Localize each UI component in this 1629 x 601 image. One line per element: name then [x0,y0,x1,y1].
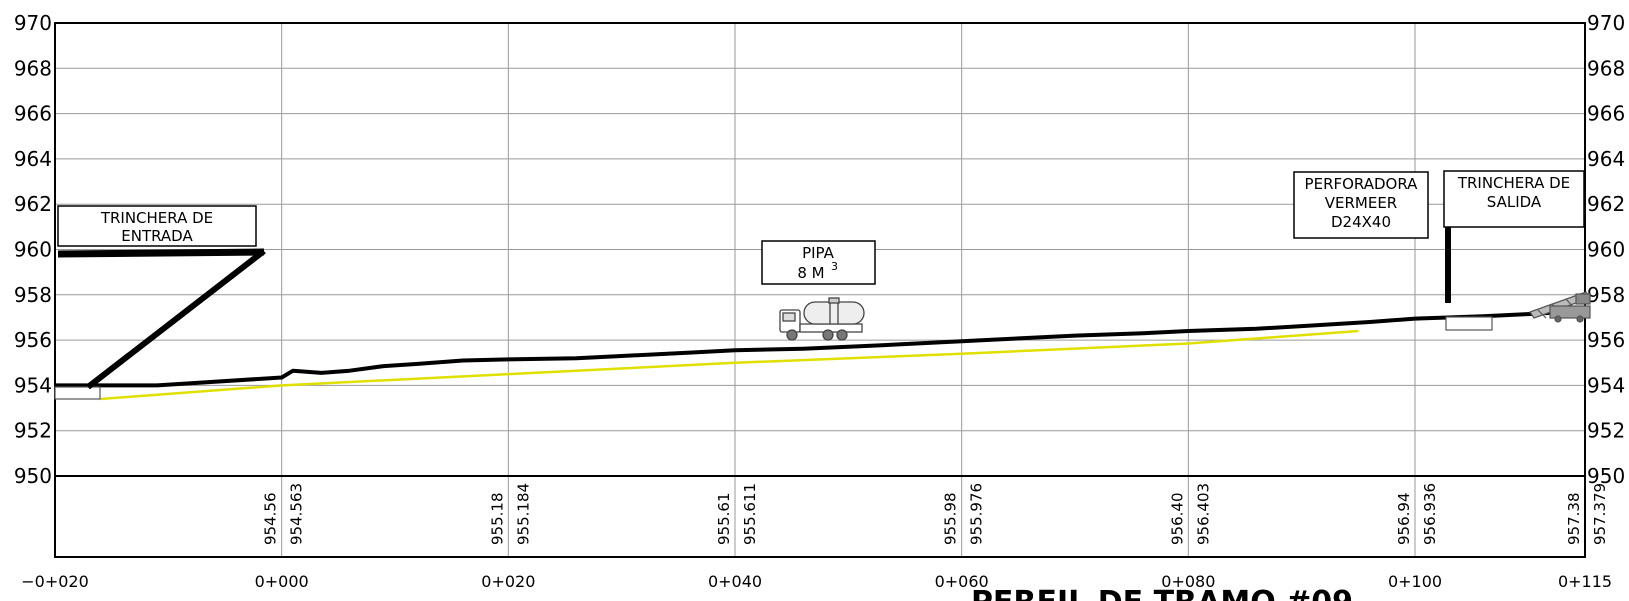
exit-pit-box [1445,316,1493,331]
frames [54,22,1586,558]
drill-label-1: PERFORADORA [1305,175,1419,193]
entry-trench-callout: TRINCHERA DE ENTRADA [57,205,257,247]
station-label: 0+115 [1558,572,1612,591]
station-label: −0+020 [21,572,89,591]
y-tick-label-right: 956 [1587,328,1625,352]
profile-series [55,308,1586,401]
exit-trench-label-1: TRINCHERA DE [1457,174,1570,192]
elevation-labels: 954.56 954.563 955.18 955.184 955.61 955.611 9… [262,483,1609,545]
y-tick-label-left: 958 [14,283,52,307]
entry-trench-graphic [54,248,266,400]
exit-trench-callout: TRINCHERA DE SALIDA [1443,170,1585,228]
station-label: 0+080 [1161,572,1215,591]
y-tick-label-right: 964 [1587,147,1625,171]
y-tick-label-left: 952 [14,419,52,443]
y-tick-label-left: 960 [14,238,52,262]
station-label: 0+020 [481,572,535,591]
terrain-profile-line [55,308,1586,388]
y-tick-label-left: 968 [14,56,52,80]
drill-label-2: VERMEER [1325,194,1397,212]
y-tick-label-right: 966 [1587,102,1625,126]
station-label: 0+000 [255,572,309,591]
y-tick-label-left: 962 [14,192,52,216]
terrain-elevation-label: 955.61 [715,493,733,546]
y-tick-label-right: 970 [1587,11,1625,35]
pipa-label-1: PIPA [802,244,835,262]
terrain-elevation-label: 956.40 [1168,493,1186,546]
design-elevation-label: 954.563 [288,483,306,545]
station-label: 0+040 [708,572,762,591]
pipa-callout: PIPA 8 M 3 [761,240,876,285]
y-tick-label-right: 968 [1587,56,1625,80]
terrain-elevation-label: 955.98 [942,493,960,546]
design-elevation-label: 956.403 [1194,483,1212,545]
y-axis-ticks: 950 950 952 952 954 954 956 956 958 958 960 960 962 9… [14,11,1625,488]
y-tick-label-right: 950 [1587,464,1625,488]
y-tick-label-right: 952 [1587,419,1625,443]
exit-trench-graphic [1445,226,1493,331]
y-tick-label-right: 958 [1587,283,1625,307]
y-tick-label-left: 954 [14,373,52,397]
design-profile-line [100,329,1359,401]
station-label: 0+060 [935,572,989,591]
y-tick-label-left: 964 [14,147,52,171]
drill-rig-icon [1529,291,1591,323]
y-tick-label-right: 960 [1587,238,1625,262]
entry-trench-label-2: ENTRADA [121,227,193,245]
design-elevation-label: 955.611 [741,483,759,545]
drawing-title: PERFIL DE TRAMO #09 [971,585,1353,601]
design-elevation-label: 955.976 [968,483,986,545]
y-tick-label-left: 966 [14,102,52,126]
y-tick-label-right: 962 [1587,192,1625,216]
entry-pit-box [54,386,101,400]
y-tick-label-left: 956 [14,328,52,352]
terrain-elevation-label: 956.94 [1395,493,1413,546]
drill-label-3: D24X40 [1331,213,1391,231]
exit-trench-label-2: SALIDA [1487,193,1542,211]
terrain-elevation-label: 957.38 [1565,493,1583,546]
y-tick-label-left: 970 [14,11,52,35]
terrain-elevation-label: 954.56 [262,493,280,546]
x-axis-ticks: −0+020 0+000 0+020 0+040 0+060 0+080 0+100 0+11… [21,572,1612,591]
data-band-frame [54,475,1586,558]
drill-callout: PERFORADORA VERMEER D24X40 [1293,171,1429,239]
pipa-label-2: 8 M [797,264,824,282]
y-tick-label-left: 950 [14,464,52,488]
entry-trench-label-1: TRINCHERA DE [100,209,213,227]
pipa-superscript: 3 [831,260,838,273]
station-label: 0+100 [1388,572,1442,591]
design-elevation-label: 956.936 [1421,483,1439,545]
entry-trench-slope-line [86,248,266,390]
terrain-elevation-label: 955.18 [488,493,506,546]
y-tick-label-right: 954 [1587,373,1625,397]
design-elevation-label: 955.184 [514,483,532,545]
design-elevation-label: 957.379 [1591,483,1609,545]
water-truck-icon [779,297,865,341]
entry-trench-top-line [57,248,265,258]
